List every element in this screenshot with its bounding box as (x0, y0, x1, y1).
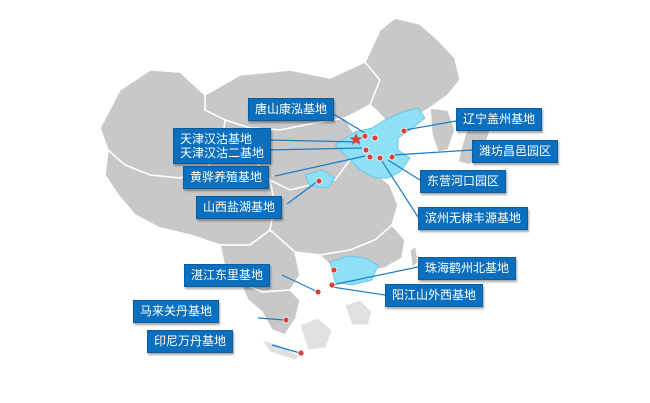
leader-lines (257, 111, 473, 354)
map-pin-icon[interactable] (297, 349, 305, 357)
highlight-north (334, 107, 426, 179)
map-pin-icon[interactable] (388, 153, 396, 161)
philippines-region (344, 299, 373, 326)
map-pin-icon[interactable] (315, 177, 323, 185)
map-pin-icon[interactable] (371, 134, 379, 142)
korea-region (429, 107, 456, 153)
label-weifang[interactable]: 潍坊昌邑园区 (472, 140, 559, 163)
label-zhanjiang[interactable]: 湛江东里基地 (184, 264, 271, 287)
map-pin-icon[interactable] (362, 146, 370, 154)
java-region (260, 339, 301, 361)
label-malaysia[interactable]: 马来关丹基地 (133, 300, 220, 323)
label-tianjin[interactable]: 天津汉沽基地 天津汉沽二基地 (173, 128, 272, 164)
map-pin-icon[interactable] (400, 127, 408, 135)
taiwan-region (409, 244, 419, 270)
label-huanghua[interactable]: 黄骅养殖基地 (183, 166, 270, 189)
northeast-region (364, 17, 461, 129)
label-indonesia[interactable]: 印尼万丹基地 (147, 330, 234, 353)
label-shanxi[interactable]: 山西盐湖基地 (196, 196, 283, 219)
borneo-region (299, 317, 333, 351)
map-pin-icon[interactable] (314, 288, 322, 296)
label-liaoning[interactable]: 辽宁盖州基地 (456, 108, 543, 131)
label-binzhou[interactable]: 滨州无棣丰源基地 (418, 207, 529, 230)
map-pin-icon[interactable] (330, 266, 338, 274)
map-pins (282, 127, 408, 357)
map-pin-icon[interactable] (328, 281, 336, 289)
label-tangshan[interactable]: 唐山康泓基地 (248, 98, 335, 121)
map-pin-icon[interactable] (361, 132, 369, 140)
map-pin-icon[interactable] (376, 154, 384, 162)
map-pin-icon[interactable] (282, 316, 290, 324)
label-yangjiang[interactable]: 阳江山外西基地 (385, 284, 484, 307)
label-dongying[interactable]: 东营河口园区 (420, 170, 507, 193)
map-pin-icon[interactable] (366, 153, 374, 161)
capital-star-icon (349, 133, 363, 145)
label-zhuhai[interactable]: 珠海鹤州北基地 (418, 257, 517, 280)
